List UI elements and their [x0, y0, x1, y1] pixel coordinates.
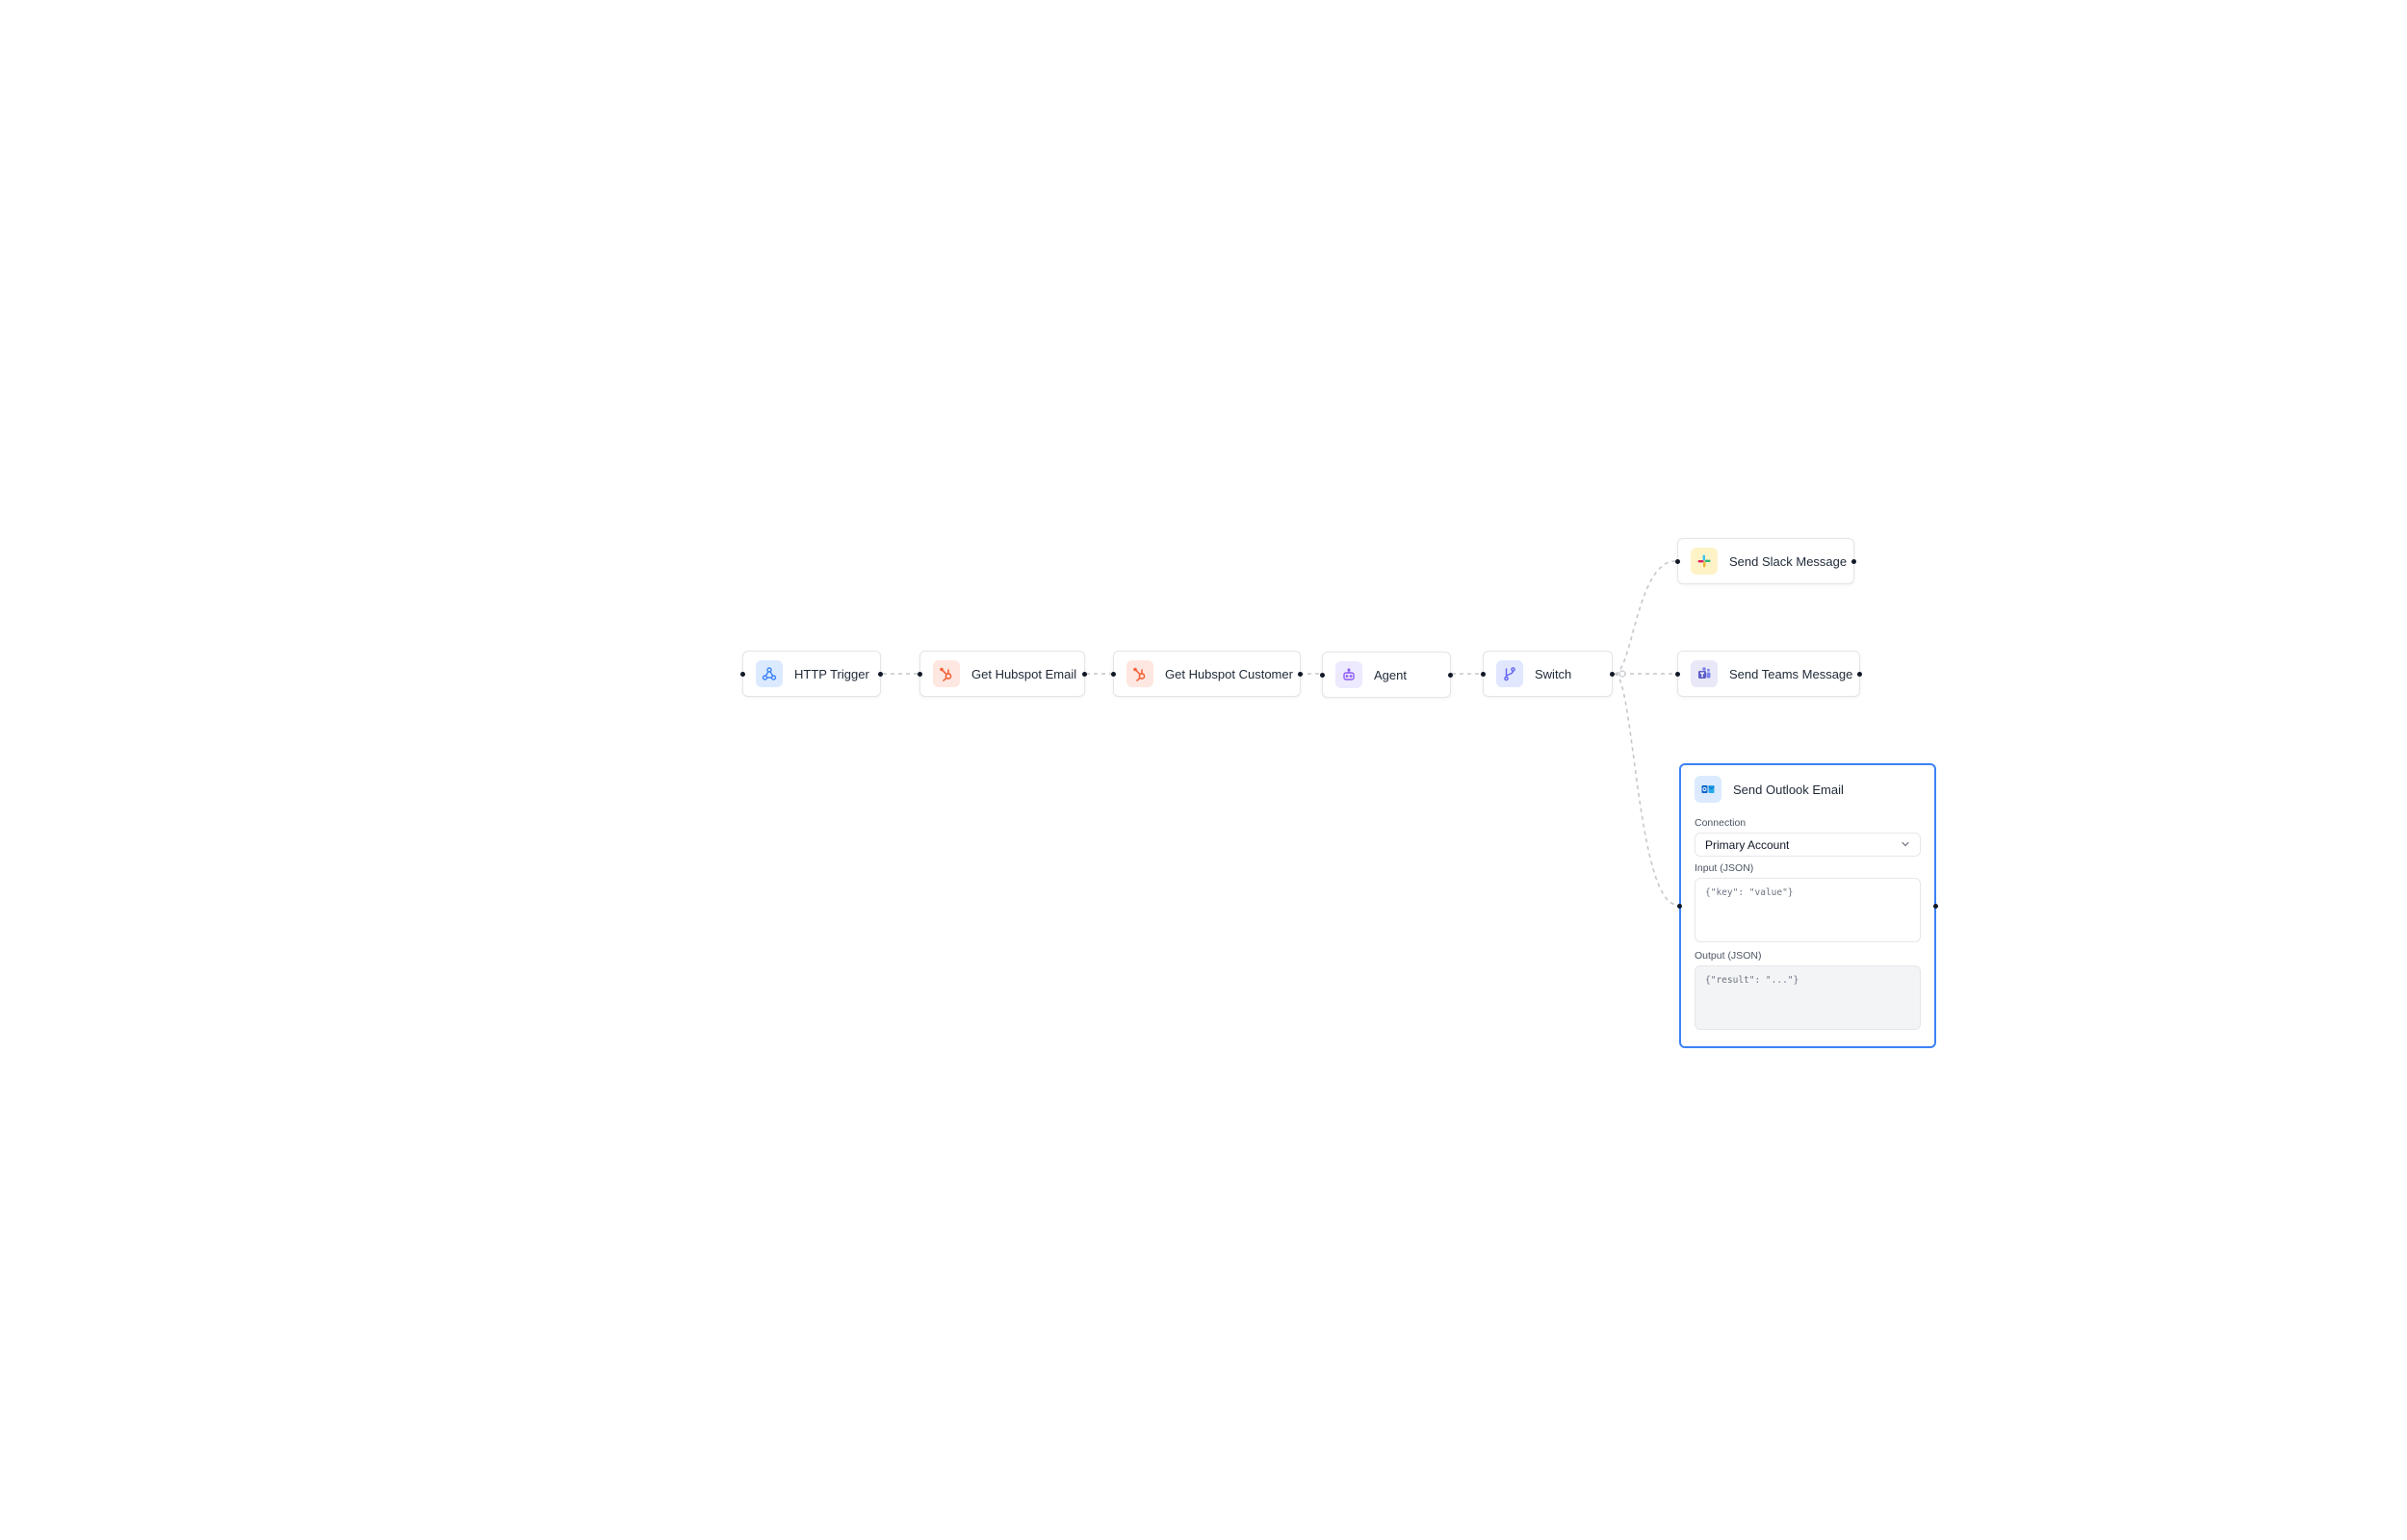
hubspot-icon: [933, 660, 960, 687]
node-label: HTTP Trigger: [794, 666, 869, 681]
output-json-field: {"result": "..."}: [1695, 965, 1921, 1030]
input-handle[interactable]: [1320, 672, 1325, 678]
robot-icon: [1335, 661, 1362, 688]
chevron-down-icon: [1901, 838, 1910, 852]
input-handle[interactable]: [918, 671, 922, 677]
input-handle[interactable]: [1111, 671, 1116, 677]
node-get-hubspot-customer[interactable]: Get Hubspot Customer: [1111, 651, 1303, 697]
edge-switch-slack: [1614, 560, 1676, 675]
output-handle[interactable]: [1851, 558, 1856, 564]
node-label: Get Hubspot Email: [971, 666, 1077, 681]
output-handle[interactable]: [1933, 903, 1938, 909]
input-handle[interactable]: [1675, 558, 1680, 564]
node-title: Send Outlook Email: [1733, 782, 1844, 797]
edge-switch-outlook: [1614, 673, 1678, 906]
webhook-icon: [756, 660, 783, 687]
output-handle[interactable]: [1082, 671, 1087, 677]
git-branch-icon: [1496, 660, 1523, 687]
output-handle[interactable]: [1610, 671, 1615, 677]
node-send-slack-message[interactable]: Send Slack Message: [1675, 538, 1856, 584]
input-handle[interactable]: [1481, 671, 1486, 677]
output-handle[interactable]: [1448, 672, 1453, 678]
input-handle[interactable]: [1677, 903, 1682, 909]
input-json-placeholder: {"key": "value"}: [1705, 887, 1794, 898]
hubspot-icon: [1126, 660, 1153, 687]
connection-select[interactable]: Primary Account: [1695, 833, 1921, 857]
output-handle[interactable]: [1298, 671, 1303, 677]
output-handle[interactable]: [878, 671, 883, 677]
connection-value: Primary Account: [1705, 837, 1790, 852]
teams-icon: [1691, 660, 1718, 687]
node-http-trigger[interactable]: HTTP Trigger: [740, 651, 883, 697]
node-label: Get Hubspot Customer: [1165, 666, 1293, 681]
node-agent[interactable]: Agent: [1320, 652, 1453, 698]
input-handle[interactable]: [740, 671, 745, 677]
outlook-icon: [1695, 776, 1721, 803]
input-json-field[interactable]: {"key": "value"}: [1695, 878, 1921, 942]
connection-label: Connection: [1695, 817, 1747, 829]
switch-output-ring: [1618, 670, 1626, 678]
node-send-outlook-email[interactable]: Send Outlook Email Connection Primary Ac…: [1677, 763, 1938, 1048]
node-switch[interactable]: Switch: [1481, 651, 1615, 697]
node-header: Send Outlook Email: [1695, 765, 1921, 813]
output-handle[interactable]: [1857, 671, 1862, 677]
output-json-placeholder: {"result": "..."}: [1705, 975, 1799, 986]
node-label: Send Slack Message: [1729, 553, 1848, 569]
output-json-label: Output (JSON): [1695, 950, 1762, 962]
node-label: Agent: [1374, 667, 1407, 682]
node-label: Switch: [1535, 666, 1572, 681]
node-send-teams-message[interactable]: Send Teams Message: [1675, 651, 1862, 697]
input-json-label: Input (JSON): [1695, 862, 1754, 874]
node-label: Send Teams Message: [1729, 666, 1853, 681]
input-handle[interactable]: [1675, 671, 1680, 677]
node-get-hubspot-email[interactable]: Get Hubspot Email: [918, 651, 1087, 697]
slack-icon: [1691, 548, 1718, 575]
